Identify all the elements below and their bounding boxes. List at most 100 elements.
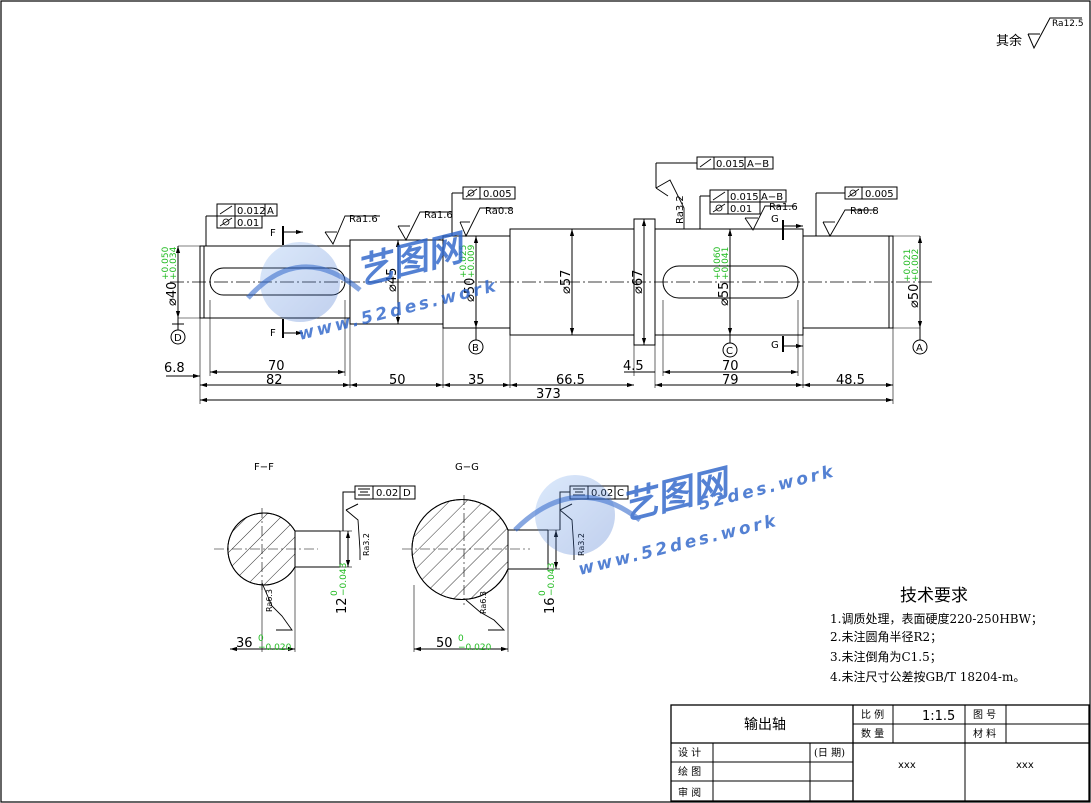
frame5-ref: A−B bbox=[761, 192, 783, 203]
title-block-text: 输出轴 比 例 1:1.5 图 号 数 量 材 料 设 计 (日 期) 绘 图 … bbox=[678, 708, 1034, 799]
material-label: 材 料 bbox=[973, 727, 996, 740]
dim-d67: ⌀67 bbox=[631, 270, 646, 294]
ff-ra-b: Ra6.3 bbox=[265, 589, 274, 612]
ff-title: F−F bbox=[254, 462, 274, 473]
ra-4: Ra3.2 bbox=[675, 195, 686, 224]
dim-d50a-tol-up: +0.025 bbox=[459, 245, 469, 278]
dim-d55-tol-lo: +0.041 bbox=[721, 247, 731, 280]
len-373: 373 bbox=[536, 387, 561, 402]
dim-d40: ⌀40 bbox=[165, 282, 180, 306]
tech-item-2: 2.未注圆角半径R2； bbox=[830, 629, 942, 644]
roughness-symbol bbox=[1027, 17, 1082, 50]
datum-c: C bbox=[726, 346, 733, 357]
dim-d50a: ⌀50 bbox=[463, 278, 478, 302]
gg-frame-ref: C bbox=[617, 488, 624, 499]
frame-symbols bbox=[219, 158, 860, 227]
gg-ra-b: Ra6.3 bbox=[479, 591, 488, 614]
gg-depth-up: 0 bbox=[458, 634, 464, 644]
part-name: 输出轴 bbox=[744, 717, 786, 733]
section-ff-text: F−F 0.02 D Ra3.2 Ra6.3 12 0 −0.043 36 0 … bbox=[236, 462, 411, 653]
qty-label: 数 量 bbox=[861, 727, 884, 740]
datum-d: D bbox=[174, 333, 182, 344]
frame3-value: 0.005 bbox=[483, 189, 512, 200]
gg-width-up: 0 bbox=[538, 590, 548, 596]
review-label: 审 阅 bbox=[678, 786, 701, 799]
scale-value: 1:1.5 bbox=[922, 709, 955, 724]
date-label: (日 期) bbox=[814, 747, 845, 759]
frame1-ref: A bbox=[267, 206, 274, 217]
gg-depth-lo: −0.020 bbox=[458, 643, 492, 653]
ff-depth: 36 bbox=[236, 636, 253, 651]
frame4-value: 0.015 bbox=[716, 159, 745, 170]
tech-item-1: 1.调质处理，表面硬度220-250HBW； bbox=[830, 611, 1043, 626]
watermark-brand-1: 艺图网 bbox=[352, 227, 472, 294]
ff-width-lo: −0.043 bbox=[339, 563, 349, 596]
section-gg bbox=[402, 485, 629, 652]
len-70a: 70 bbox=[268, 359, 285, 374]
len-66-5: 66.5 bbox=[556, 373, 585, 388]
len-4-5: 4.5 bbox=[623, 359, 644, 374]
dim-d50a-tol-lo: +0.009 bbox=[467, 244, 477, 278]
gg-width: 16 bbox=[543, 597, 558, 614]
drawing-no-label: 图 号 bbox=[973, 709, 996, 721]
gg-title: G−G bbox=[455, 462, 479, 473]
dim-d40-tol-lo: +0.034 bbox=[169, 246, 179, 280]
dim-d50b-tol-lo: +0.002 bbox=[911, 249, 921, 282]
ra-2: Ra1.6 bbox=[424, 210, 453, 221]
frame6-value: 0.01 bbox=[730, 204, 752, 215]
ff-width-up: 0 bbox=[330, 590, 340, 596]
tech-requirements: 技术要求 1.调质处理，表面硬度220-250HBW； 2.未注圆角半径R2； … bbox=[830, 586, 1043, 684]
dim-d55: ⌀55 bbox=[717, 282, 732, 306]
frame-3 bbox=[451, 186, 516, 236]
frame-1 bbox=[205, 203, 278, 246]
tech-title: 技术要求 bbox=[900, 586, 968, 606]
ra-3: Ra0.8 bbox=[485, 206, 514, 217]
roughness-note-ra: Ra12.5 bbox=[1052, 19, 1084, 29]
ff-depth-lo: −0.020 bbox=[258, 643, 292, 653]
scale-label: 比 例 bbox=[861, 708, 884, 721]
watermark-2: 艺图网 52des.work www.52des.work bbox=[513, 461, 838, 580]
ff-width: 12 bbox=[335, 597, 350, 614]
dim-d40-tol-up: +0.050 bbox=[161, 246, 171, 280]
len-82: 82 bbox=[266, 373, 283, 388]
frame-7 bbox=[815, 186, 898, 236]
ff-frame-value: 0.02 bbox=[376, 488, 398, 499]
watermark-1: 艺图网 www.52des.work bbox=[246, 227, 501, 345]
section-g-bot: G bbox=[771, 340, 779, 351]
frame7-value: 0.005 bbox=[865, 189, 894, 200]
frame4-ref: A−B bbox=[747, 159, 769, 170]
len-6-8: 6.8 bbox=[164, 361, 185, 376]
gg-width-lo: −0.043 bbox=[547, 563, 557, 596]
xxx-1: xxx bbox=[898, 760, 916, 771]
ff-frame-ref: D bbox=[403, 488, 411, 499]
ra-6: Ra0.8 bbox=[850, 206, 879, 217]
gg-depth: 50 bbox=[436, 636, 453, 651]
tech-item-4: 4.未注尺寸公差按GB/T 18204-m。 bbox=[830, 669, 1025, 684]
frame-5 bbox=[699, 189, 787, 229]
ff-depth-up: 0 bbox=[258, 634, 264, 644]
dim-d50b-tol-up: +0.021 bbox=[903, 249, 913, 282]
dim-d45: ⌀45 bbox=[385, 268, 400, 292]
ra-1: Ra1.6 bbox=[349, 214, 378, 225]
ff-ra-a: Ra3.2 bbox=[362, 533, 371, 556]
datum-b: B bbox=[472, 343, 479, 354]
design-label: 设 计 bbox=[678, 746, 701, 759]
title-block bbox=[670, 704, 1090, 802]
len-50: 50 bbox=[389, 373, 406, 388]
frame1-value: 0.012 bbox=[237, 206, 266, 217]
len-48-5: 48.5 bbox=[836, 373, 865, 388]
len-79: 79 bbox=[722, 373, 739, 388]
frame2-value: 0.01 bbox=[237, 218, 259, 229]
draw-label: 绘 图 bbox=[678, 765, 701, 778]
dim-d50b: ⌀50 bbox=[907, 284, 922, 308]
section-f-bot: F bbox=[270, 328, 276, 339]
general-roughness-note: 其余 Ra12.5 bbox=[996, 17, 1084, 50]
datum-a: A bbox=[916, 343, 923, 354]
roughness-note-label: 其余 bbox=[996, 33, 1022, 49]
len-35: 35 bbox=[468, 373, 485, 388]
section-g-top: G bbox=[771, 214, 779, 225]
dim-d55-tol-up: +0.060 bbox=[713, 246, 723, 280]
frame-4 bbox=[655, 156, 774, 188]
